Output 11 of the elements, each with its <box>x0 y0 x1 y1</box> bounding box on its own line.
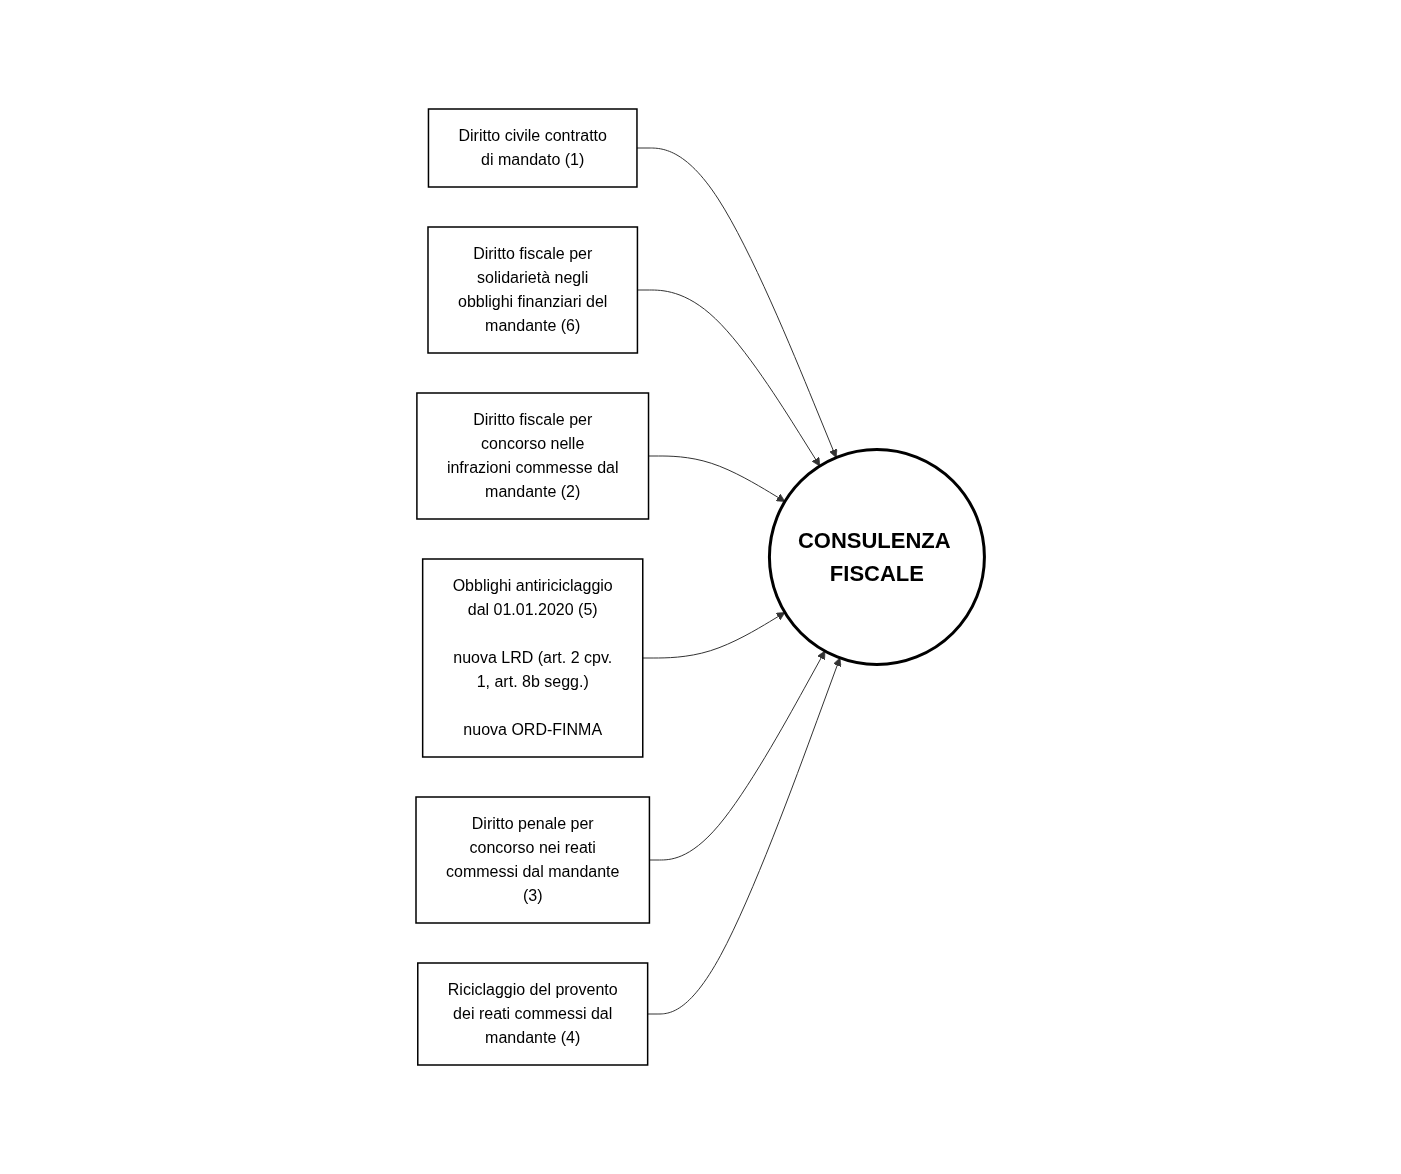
arrow <box>649 650 826 861</box>
node-box: Obblighi antiriciclaggio dal 01.01.2020 (5) nuova LRD (art. 2 cpv. 1, art. 8b segg.) nuova ORD-FINMA <box>422 558 644 758</box>
node-box: Diritto fiscale per solidarietà negli obblighi finanziari del mandante (6) <box>427 226 639 354</box>
arrow <box>647 657 842 1015</box>
arrow <box>637 289 821 467</box>
arrow <box>648 455 786 502</box>
node-circle: CONSULENZA FISCALE <box>768 448 987 666</box>
node-box: Riciclaggio del provento dei reati commessi dal mandante (4) <box>417 962 649 1066</box>
node-box: Diritto civile contratto di mandato (1) <box>428 108 638 188</box>
node-box: Diritto penale per concorso nei reati commessi dal mandante (3) <box>415 796 651 924</box>
node-box: Diritto fiscale per concorso nelle infrazioni commesse dal mandante (2) <box>416 392 650 520</box>
